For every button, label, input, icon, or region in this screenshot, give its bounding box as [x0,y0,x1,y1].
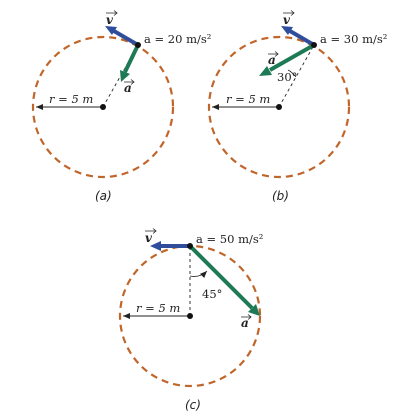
velocity-symbol: v [145,231,153,245]
object-point [135,42,141,48]
acceleration-value-label: a = 30 m/s² [320,32,387,46]
center-point [187,313,193,319]
panel-caption: (b) [272,189,289,203]
velocity-arrow [150,241,190,251]
acceleration-symbol: a [124,81,132,95]
panel-b: r = 5 m 30° v a a = 30 m/s² (b) [207,10,387,203]
radius-label: r = 5 m [226,92,270,106]
acceleration-vector-arrow-icon [268,51,279,57]
orbit-circle [207,35,351,179]
acceleration-arrow [120,44,140,82]
center-point [100,104,106,110]
acceleration-vector-arrow-icon [241,314,252,320]
radius-label: r = 5 m [49,92,93,106]
acceleration-symbol: a [241,316,249,330]
angle-label: 45° [202,287,222,301]
panel-a: r = 5 m v a a = 20 m/s² (a) [31,10,211,203]
object-point [187,243,193,249]
orbit-circle [31,35,175,179]
angle-label: 30° [277,70,297,84]
panel-caption: (a) [95,189,112,203]
acceleration-vector-arrow-icon [124,79,135,85]
radius-label: r = 5 m [136,301,180,315]
velocity-vector-arrow-icon [106,10,118,16]
acceleration-symbol: a [268,53,276,67]
center-point [276,104,282,110]
panel-c: r = 5 m 45° v a a = 50 m/s² (c) [118,228,263,412]
velocity-arrow [105,26,140,47]
acceleration-value-label: a = 50 m/s² [196,232,263,246]
acceleration-arrow [259,43,315,76]
velocity-arrow [281,26,316,47]
acceleration-value-label: a = 20 m/s² [144,32,211,46]
velocity-vector-arrow-icon [283,10,295,16]
object-point [311,42,317,48]
angle-arc [287,69,297,78]
velocity-symbol: v [106,13,114,27]
velocity-vector-arrow-icon [145,228,157,234]
acceleration-arrow [188,244,260,316]
panel-caption: (c) [185,398,201,412]
angle-arc [189,270,208,279]
velocity-symbol: v [283,13,291,27]
